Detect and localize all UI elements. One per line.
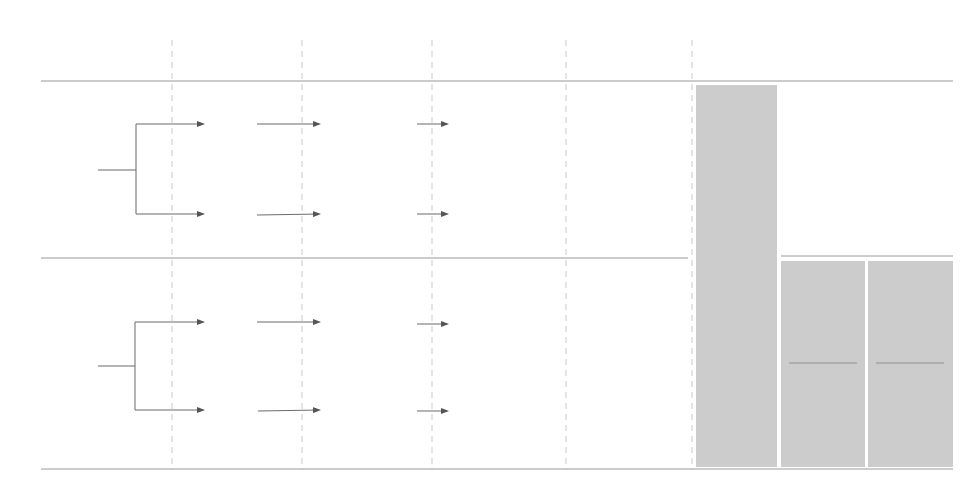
horizontal-rules (41, 80, 953, 470)
step-arrow (256, 211, 321, 218)
branch-tree-row-1 (98, 121, 449, 218)
panel-group (696, 85, 953, 467)
short-panel (868, 261, 953, 467)
tall-panel (696, 85, 777, 467)
branch-tree-row-2 (98, 319, 449, 414)
short-panel (781, 261, 865, 467)
dashed-guides (171, 40, 693, 470)
step-arrow (257, 407, 321, 414)
